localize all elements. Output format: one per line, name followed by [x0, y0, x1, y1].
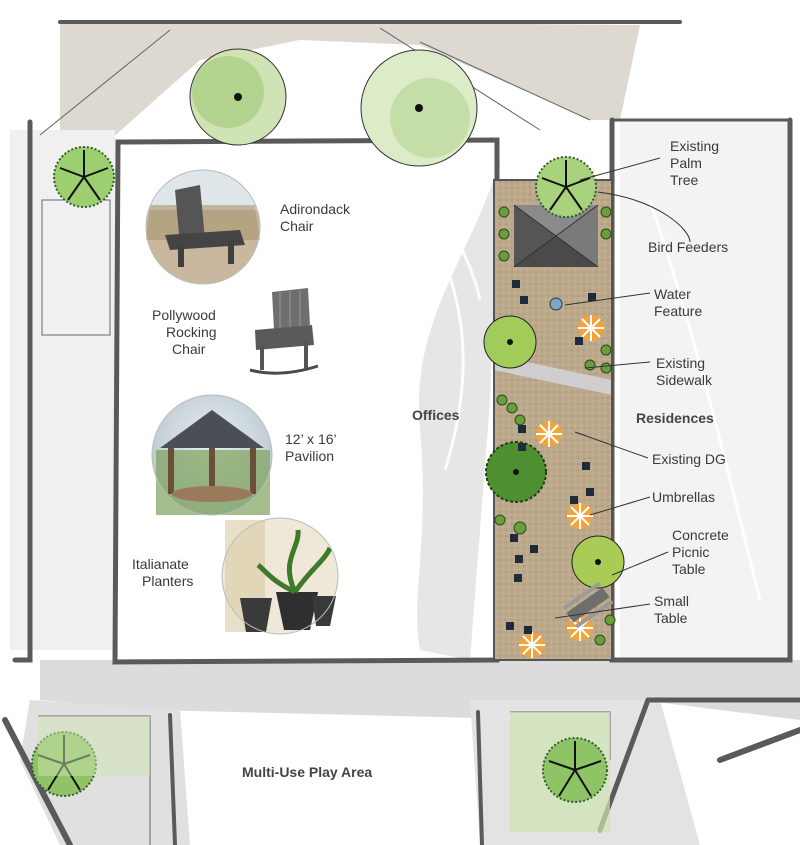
- photo-adirondack-chair: [145, 169, 261, 285]
- chairs: [506, 280, 596, 634]
- pavilion-roof: [513, 204, 599, 268]
- leader-lines: [554, 157, 691, 619]
- label-existing-dg: Existing DG: [652, 451, 726, 467]
- palm-tree-top-left: [53, 146, 115, 208]
- label-multi-use-play-area: Multi-Use Play Area: [242, 764, 373, 780]
- courtyard-tree-2: [485, 441, 547, 503]
- label-planters: Italianate Planters: [132, 556, 194, 589]
- existing-sidewalk: [494, 355, 612, 395]
- label-pavilion: 12’ x 16’Pavilion: [285, 431, 337, 464]
- palm-tree-bottom-right: [510, 712, 610, 832]
- photo-planters: [221, 517, 339, 635]
- large-tree-left: [189, 48, 287, 146]
- palm-tree-courtyard: [535, 156, 597, 218]
- photo-pavilion: [151, 394, 273, 516]
- umbrellas: [519, 315, 604, 658]
- water-feature: [549, 297, 563, 311]
- picnic-table: [562, 581, 614, 629]
- photo-rocking-chair: [249, 288, 319, 375]
- courtyard-tree-3: [571, 535, 625, 589]
- large-tree-right: [360, 49, 478, 167]
- planting-bed-bottom-left: [38, 716, 150, 776]
- label-bird-feeders: Bird Feeders: [648, 239, 729, 255]
- courtyard-tree-1: [483, 315, 537, 369]
- label-offices: Offices: [412, 407, 460, 423]
- label-umbrellas: Umbrellas: [652, 489, 716, 505]
- label-pollywood-rocking-chair: Pollywood Rocking Chair: [152, 307, 217, 357]
- label-residences: Residences: [636, 410, 714, 426]
